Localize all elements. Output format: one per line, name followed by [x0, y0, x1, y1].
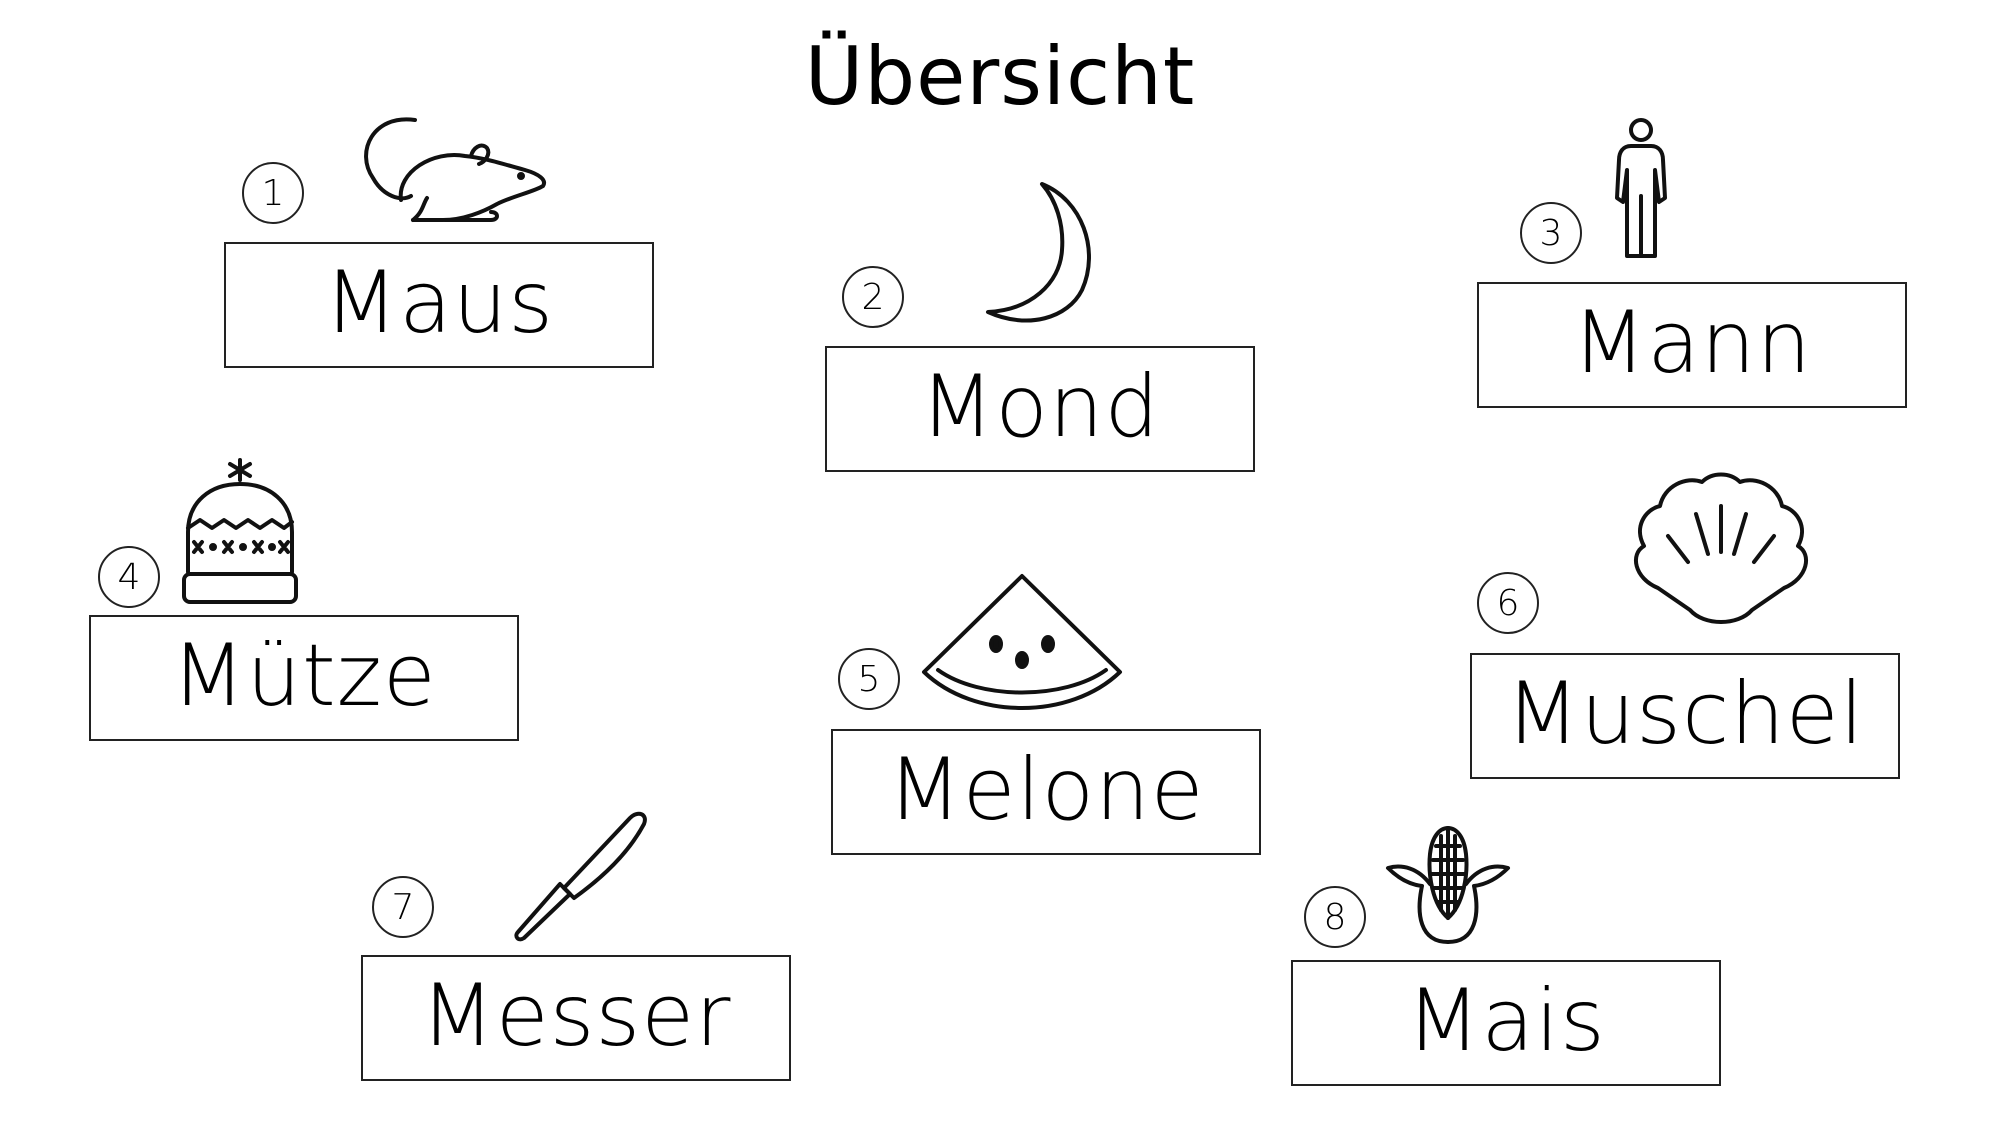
item-number-6: 6 [1477, 572, 1539, 634]
corn-icon [1386, 824, 1510, 948]
moon-icon [982, 180, 1102, 330]
word-label-2: Mond [920, 357, 1160, 457]
word-card-6: Muschel [1470, 653, 1900, 779]
item-number-5: 5 [838, 648, 900, 710]
word-label-4: Mütze [171, 626, 437, 726]
item-number-8: 8 [1304, 886, 1366, 948]
word-card-2: Mond [825, 346, 1255, 472]
word-label-7: Messer [420, 966, 732, 1066]
watermelon-icon [920, 572, 1124, 716]
item-number-1: 1 [242, 162, 304, 224]
word-label-8: Mais [1406, 971, 1606, 1071]
page-title: Übersicht [804, 30, 1196, 123]
word-card-4: Mütze [89, 615, 519, 741]
word-card-1: Maus [224, 242, 654, 368]
mouse-icon [353, 112, 553, 232]
word-card-5: Melone [831, 729, 1261, 855]
item-number-2: 2 [842, 266, 904, 328]
knife-icon [512, 808, 652, 944]
item-number-7: 7 [372, 876, 434, 938]
beanie-hat-icon [180, 458, 300, 608]
word-card-3: Mann [1477, 282, 1907, 408]
item-number-3: 3 [1520, 202, 1582, 264]
word-card-7: Messer [361, 955, 791, 1081]
word-label-1: Maus [323, 253, 555, 353]
man-icon [1609, 118, 1673, 260]
word-label-3: Mann [1572, 293, 1812, 393]
word-label-6: Muschel [1505, 664, 1865, 764]
item-number-4: 4 [98, 546, 160, 608]
seashell-icon [1628, 470, 1814, 630]
word-label-5: Melone [887, 740, 1205, 840]
word-card-8: Mais [1291, 960, 1721, 1086]
